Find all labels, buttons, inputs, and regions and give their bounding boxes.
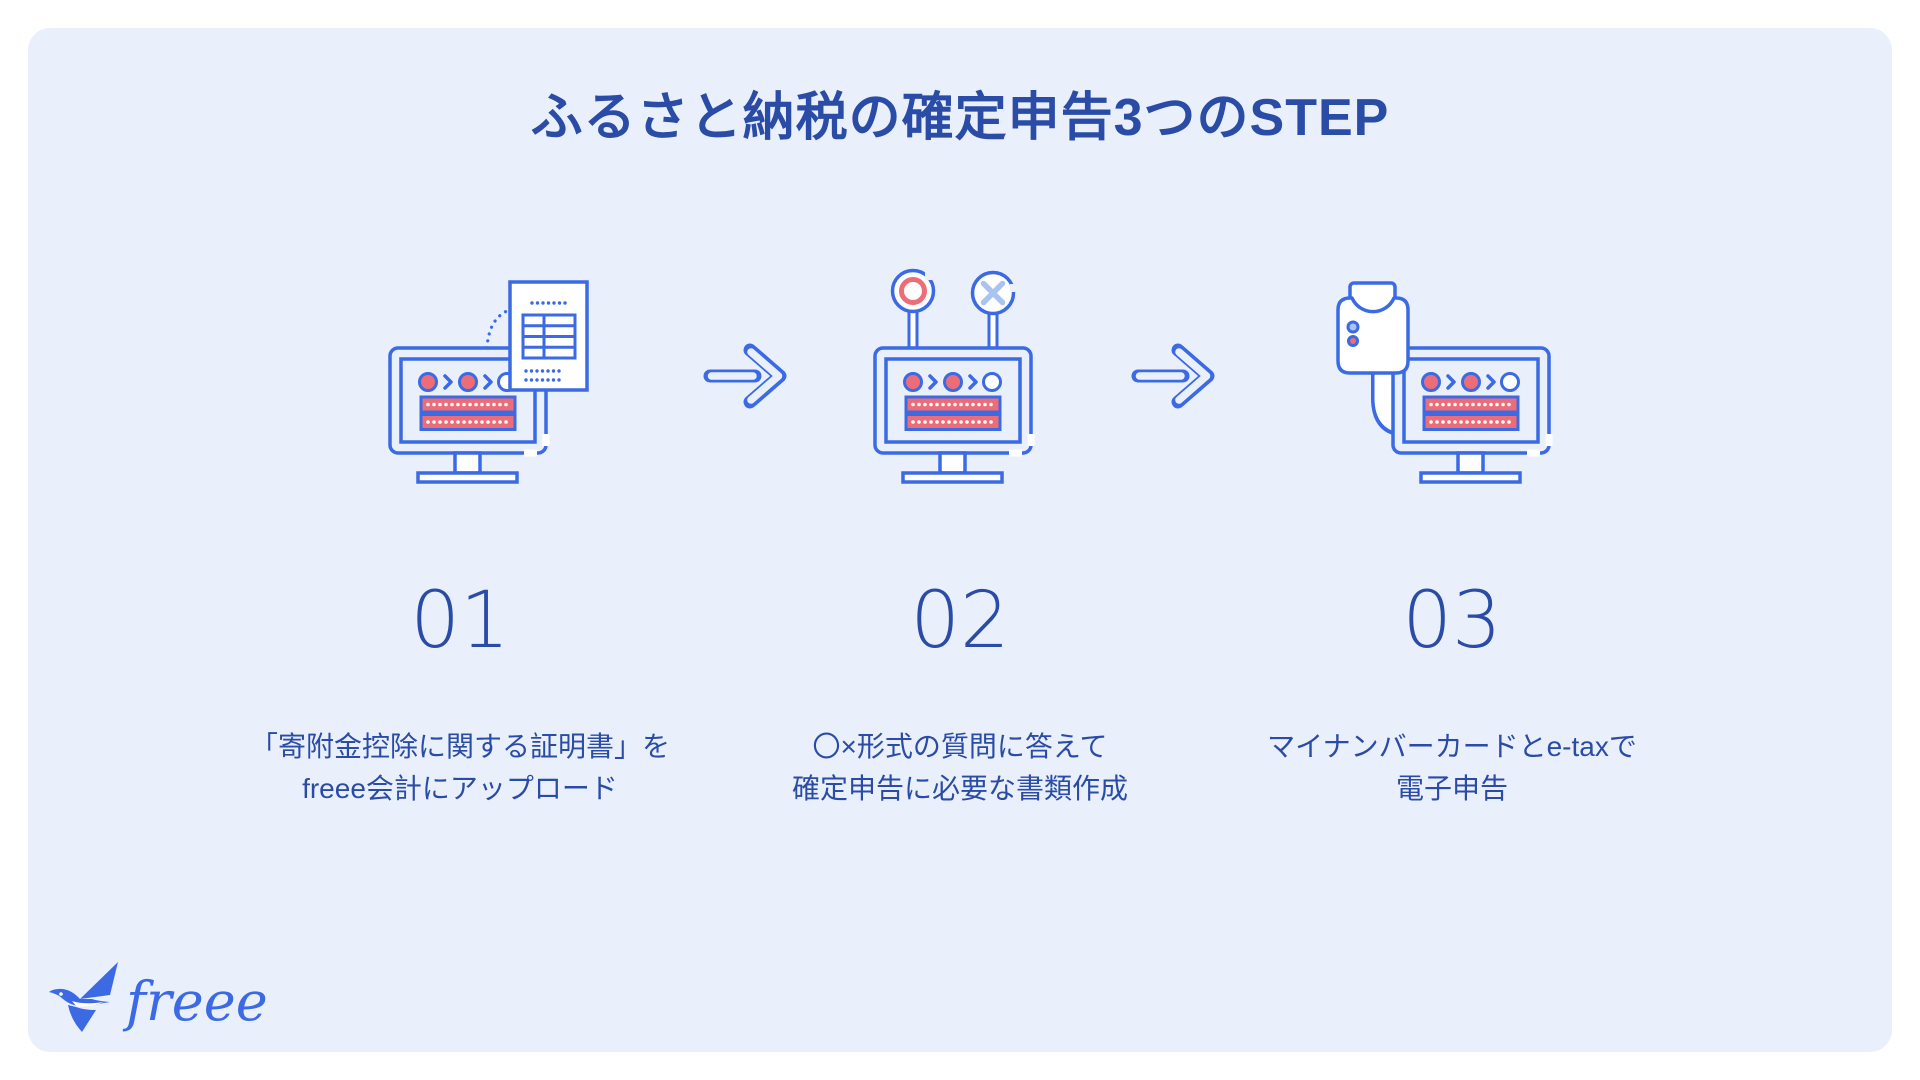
monitor-upload-icon — [390, 280, 589, 482]
step-2-caption: 〇×形式の質問に答えて 確定申告に必要な書類作成 — [700, 726, 1220, 810]
infographic-panel: ふるさと納税の確定申告3つのSTEP — [28, 28, 1892, 1052]
certificate-document-icon — [508, 280, 589, 392]
step-2-number: 02 — [910, 576, 1010, 666]
step-3-number: 03 — [1402, 576, 1502, 666]
steps-illustration — [28, 268, 1892, 548]
step-3-caption: マイナンバーカードとe-taxで 電子申告 — [1192, 726, 1712, 810]
freee-bird-icon — [49, 962, 118, 1032]
arrow-right-icon — [1131, 343, 1215, 409]
caption-line: 電子申告 — [1395, 773, 1508, 804]
caption-line: 確定申告に必要な書類作成 — [791, 773, 1128, 804]
cross-x-sign-icon — [970, 270, 1018, 316]
monitor-quiz-icon — [875, 268, 1035, 483]
caption-line: マイナンバーカードとe-taxで — [1267, 731, 1637, 762]
arrow-right-icon — [703, 343, 787, 409]
step-1-number: 01 — [410, 576, 510, 666]
freee-logo: freee — [49, 962, 268, 1033]
caption-line: 「寄附金控除に関する証明書」を — [249, 731, 670, 762]
circle-o-sign-icon — [890, 268, 936, 314]
caption-line: 〇×形式の質問に答えて — [812, 731, 1108, 762]
freee-logo-text: freee — [122, 970, 268, 1033]
card-reader-etax-icon — [1336, 281, 1553, 482]
caption-line: freee会計にアップロード — [302, 773, 618, 804]
step-1-caption: 「寄附金控除に関する証明書」を freee会計にアップロード — [200, 726, 720, 810]
page-title: ふるさと納税の確定申告3つのSTEP — [530, 89, 1390, 147]
reader-body — [1336, 296, 1410, 375]
upload-dotted-arc — [485, 307, 514, 350]
